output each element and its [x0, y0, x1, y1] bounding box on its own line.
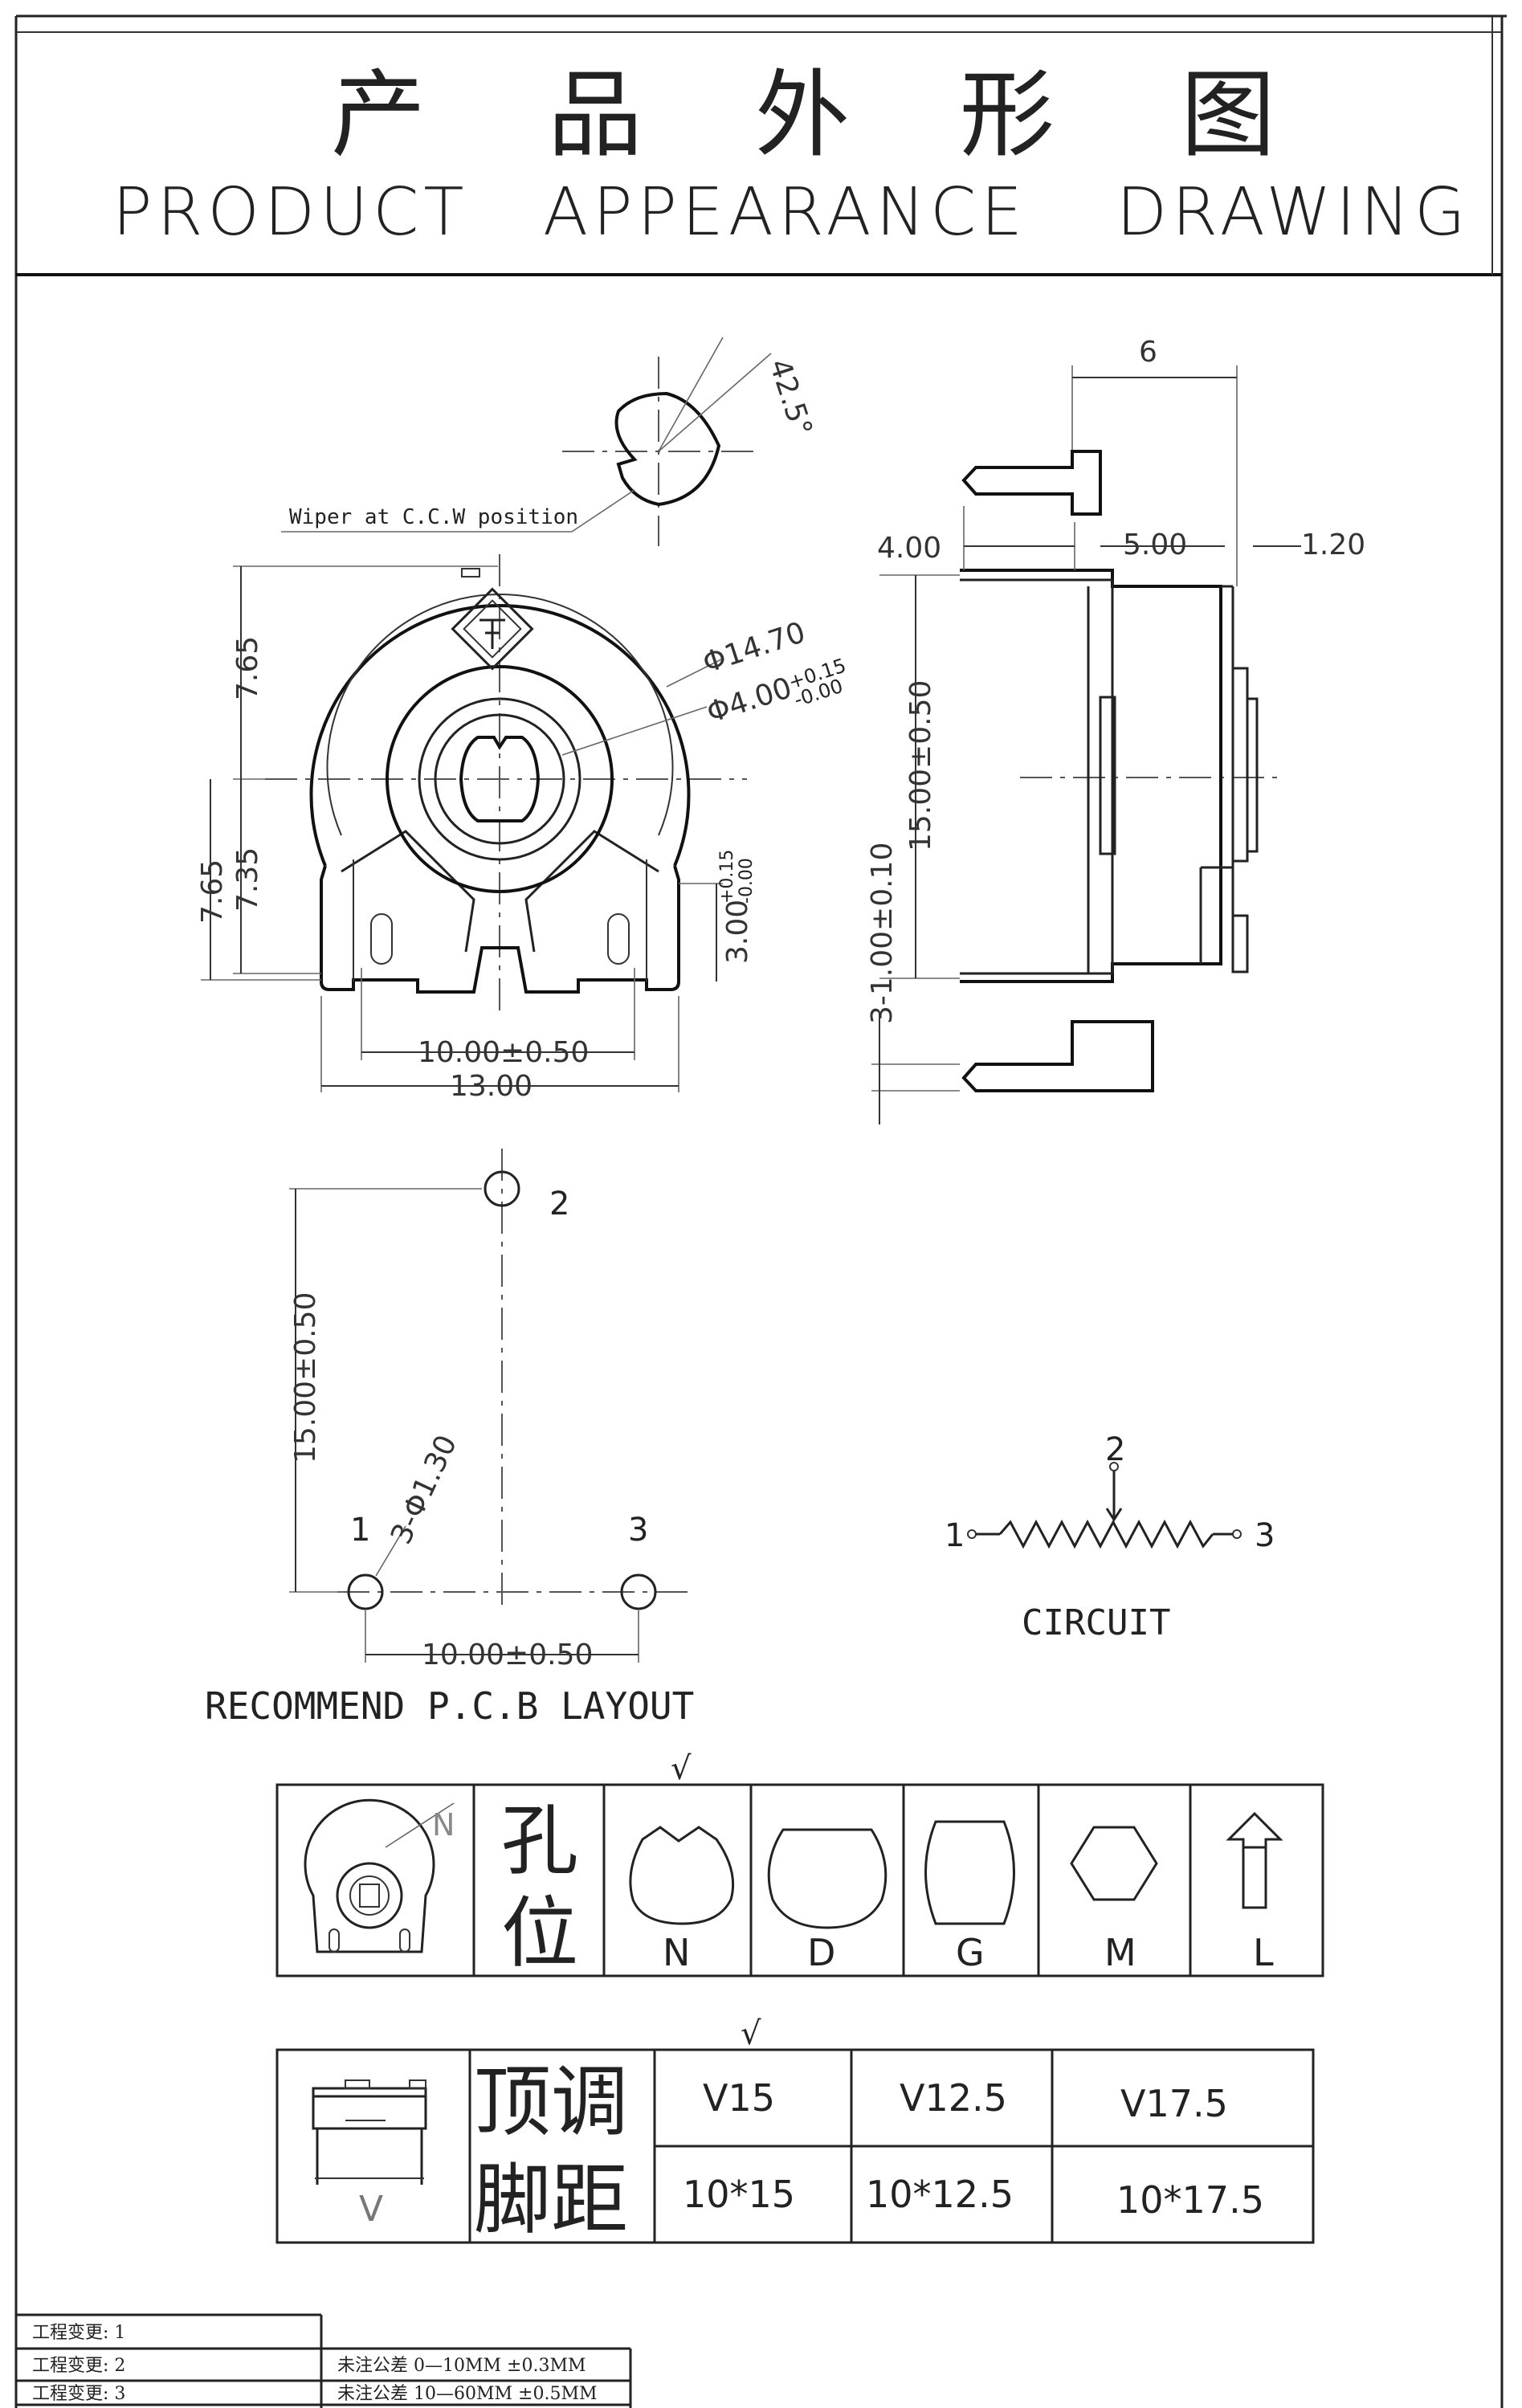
- title-block: 产 品 外 形 图 PRODUCT APPEARANCE DRAWING: [112, 59, 1471, 251]
- shaft-option-l: L: [1253, 1931, 1274, 1974]
- shaft-shape-d: [767, 1828, 887, 1929]
- shaft-shape-m: [1070, 1826, 1158, 1901]
- shaft-option-n: N: [663, 1931, 690, 1974]
- front-view: Φ14.70 Φ4.00 +0.15 -0.00 7.65 7.35 7.65 …: [196, 554, 849, 1103]
- circuit-pin-2: 2: [1105, 1431, 1125, 1468]
- title-cn-char-3: 外: [755, 59, 850, 170]
- dim-width-pins: 10.00±0.50: [418, 1036, 589, 1069]
- shaft-shape-l: [1226, 1811, 1283, 1909]
- side-dim-left: 4.00: [877, 532, 941, 565]
- circuit-pin-3: 3: [1255, 1517, 1275, 1554]
- pcb-pin-2: 2: [549, 1186, 569, 1222]
- mini-side-icon: V: [312, 2079, 427, 2230]
- title-en-word-2: APPEARANCE: [543, 174, 1027, 251]
- revision-row-3-right: 未注公差 10—60MM ±0.5MM: [337, 2384, 598, 2404]
- shaft-option-m: M: [1104, 1931, 1136, 1974]
- title-cn-char-2: 品: [548, 59, 643, 170]
- mini-product-icon: N: [304, 1798, 455, 1953]
- side-dim-pin: 3-1.00±0.10: [866, 843, 899, 1024]
- pcb-dim-height: 15.00±0.50: [289, 1292, 322, 1463]
- shaft-shape-n: [629, 1826, 735, 1925]
- pcb-pin-1: 1: [350, 1512, 370, 1549]
- pcb-hole-label: 3-Φ1.30: [385, 1431, 463, 1549]
- shaft-detail: 42.5° Wiper at C.C.W position: [281, 337, 818, 546]
- shaft-option-g: G: [956, 1931, 985, 1974]
- pitch-table: √ V 顶调 脚距 V15 V12.5 V17.5 10*15 10*12.5 …: [275, 2015, 1315, 2245]
- title-en-word-3: DRAWING: [1116, 174, 1471, 251]
- pitch-label-line2: 脚距: [474, 2155, 628, 2245]
- dim-pin-tol-plus: +0.15: [717, 850, 737, 904]
- title-cn-char-4: 形: [960, 59, 1055, 170]
- shaft-label-line1: 孔: [501, 1796, 578, 1886]
- dim-pin-tol-minus: -0.00: [737, 858, 757, 904]
- dia-inner-label: Φ4.00: [703, 671, 796, 730]
- circuit-pin-1: 1: [945, 1517, 965, 1554]
- angle-label: 42.5°: [762, 355, 818, 440]
- pitch-value-10x17-5: 10*17.5: [1116, 2178, 1264, 2222]
- dim-pin-length: 3.00: [721, 900, 754, 964]
- revision-row-2-right: 未注公差 0—10MM ±0.3MM: [337, 2356, 586, 2376]
- pcb-dim-width: 10.00±0.50: [422, 1639, 593, 1671]
- shaft-label-line2: 位: [501, 1888, 578, 1978]
- pitch-value-10x12-5: 10*12.5: [866, 2173, 1014, 2216]
- pitch-value-10x15: 10*15: [683, 2173, 795, 2216]
- shaft-option-d: D: [807, 1931, 835, 1974]
- pitch-check-mark: √: [741, 2015, 761, 2052]
- pcb-caption: RECOMMEND P.C.B LAYOUT: [205, 1684, 694, 1728]
- title-cn-char-5: 图: [1181, 59, 1275, 170]
- pcb-layout: 2 1 3 15.00±0.50 10.00±0.50 3-Φ1.30 RECO…: [205, 1149, 694, 1728]
- revision-row-1-left: 工程变更: 1: [32, 2323, 125, 2343]
- mini-icon-corner-letter: N: [432, 1807, 455, 1843]
- dim-bottom-inner: 7.35: [231, 847, 264, 912]
- circuit-diagram: 2 1 3 CIRCUIT: [945, 1431, 1275, 1643]
- revision-block: 工程变更: 1 工程变更: 2 未注公差 0—10MM ±0.3MM 工程变更:…: [16, 2313, 632, 2408]
- revision-row-2-left: 工程变更: 2: [32, 2356, 125, 2376]
- circuit-caption: CIRCUIT: [1022, 1602, 1170, 1643]
- shaft-shape-g: [924, 1820, 1015, 1925]
- dim-bottom-outer: 7.65: [196, 859, 229, 924]
- side-dim-right: 1.20: [1301, 529, 1365, 561]
- side-dim-height: 15.00±0.50: [904, 680, 937, 851]
- side-dim-mid: 5.00: [1123, 529, 1187, 561]
- pitch-label-line1: 顶调: [474, 2057, 628, 2147]
- sheet-frame: [14, 14, 1507, 2408]
- title-cn-char-1: 产: [331, 59, 426, 170]
- pitch-header-v12-5: V12.5: [900, 2076, 1007, 2120]
- shaft-check-mark: √: [671, 1750, 692, 1787]
- wiper-note: Wiper at C.C.W position: [289, 505, 578, 529]
- pitch-header-v17-5: V17.5: [1120, 2082, 1228, 2125]
- dim-top-height: 7.65: [231, 636, 264, 700]
- title-en-word-1: PRODUCT: [112, 174, 468, 251]
- mini-side-v-letter: V: [359, 2189, 383, 2230]
- pcb-pin-3: 3: [628, 1512, 648, 1549]
- pitch-header-v15: V15: [703, 2076, 775, 2120]
- dim-width-total: 13.00: [450, 1070, 532, 1103]
- revision-row-3-left: 工程变更: 3: [32, 2384, 125, 2404]
- side-view: 6 4.00 5.00 1.20 15.00±0.50 3-1.00±0.10: [866, 336, 1365, 1124]
- shaft-table: √ N 孔 位 N D G M L: [275, 1750, 1324, 1978]
- side-dim-top: 6: [1139, 336, 1157, 369]
